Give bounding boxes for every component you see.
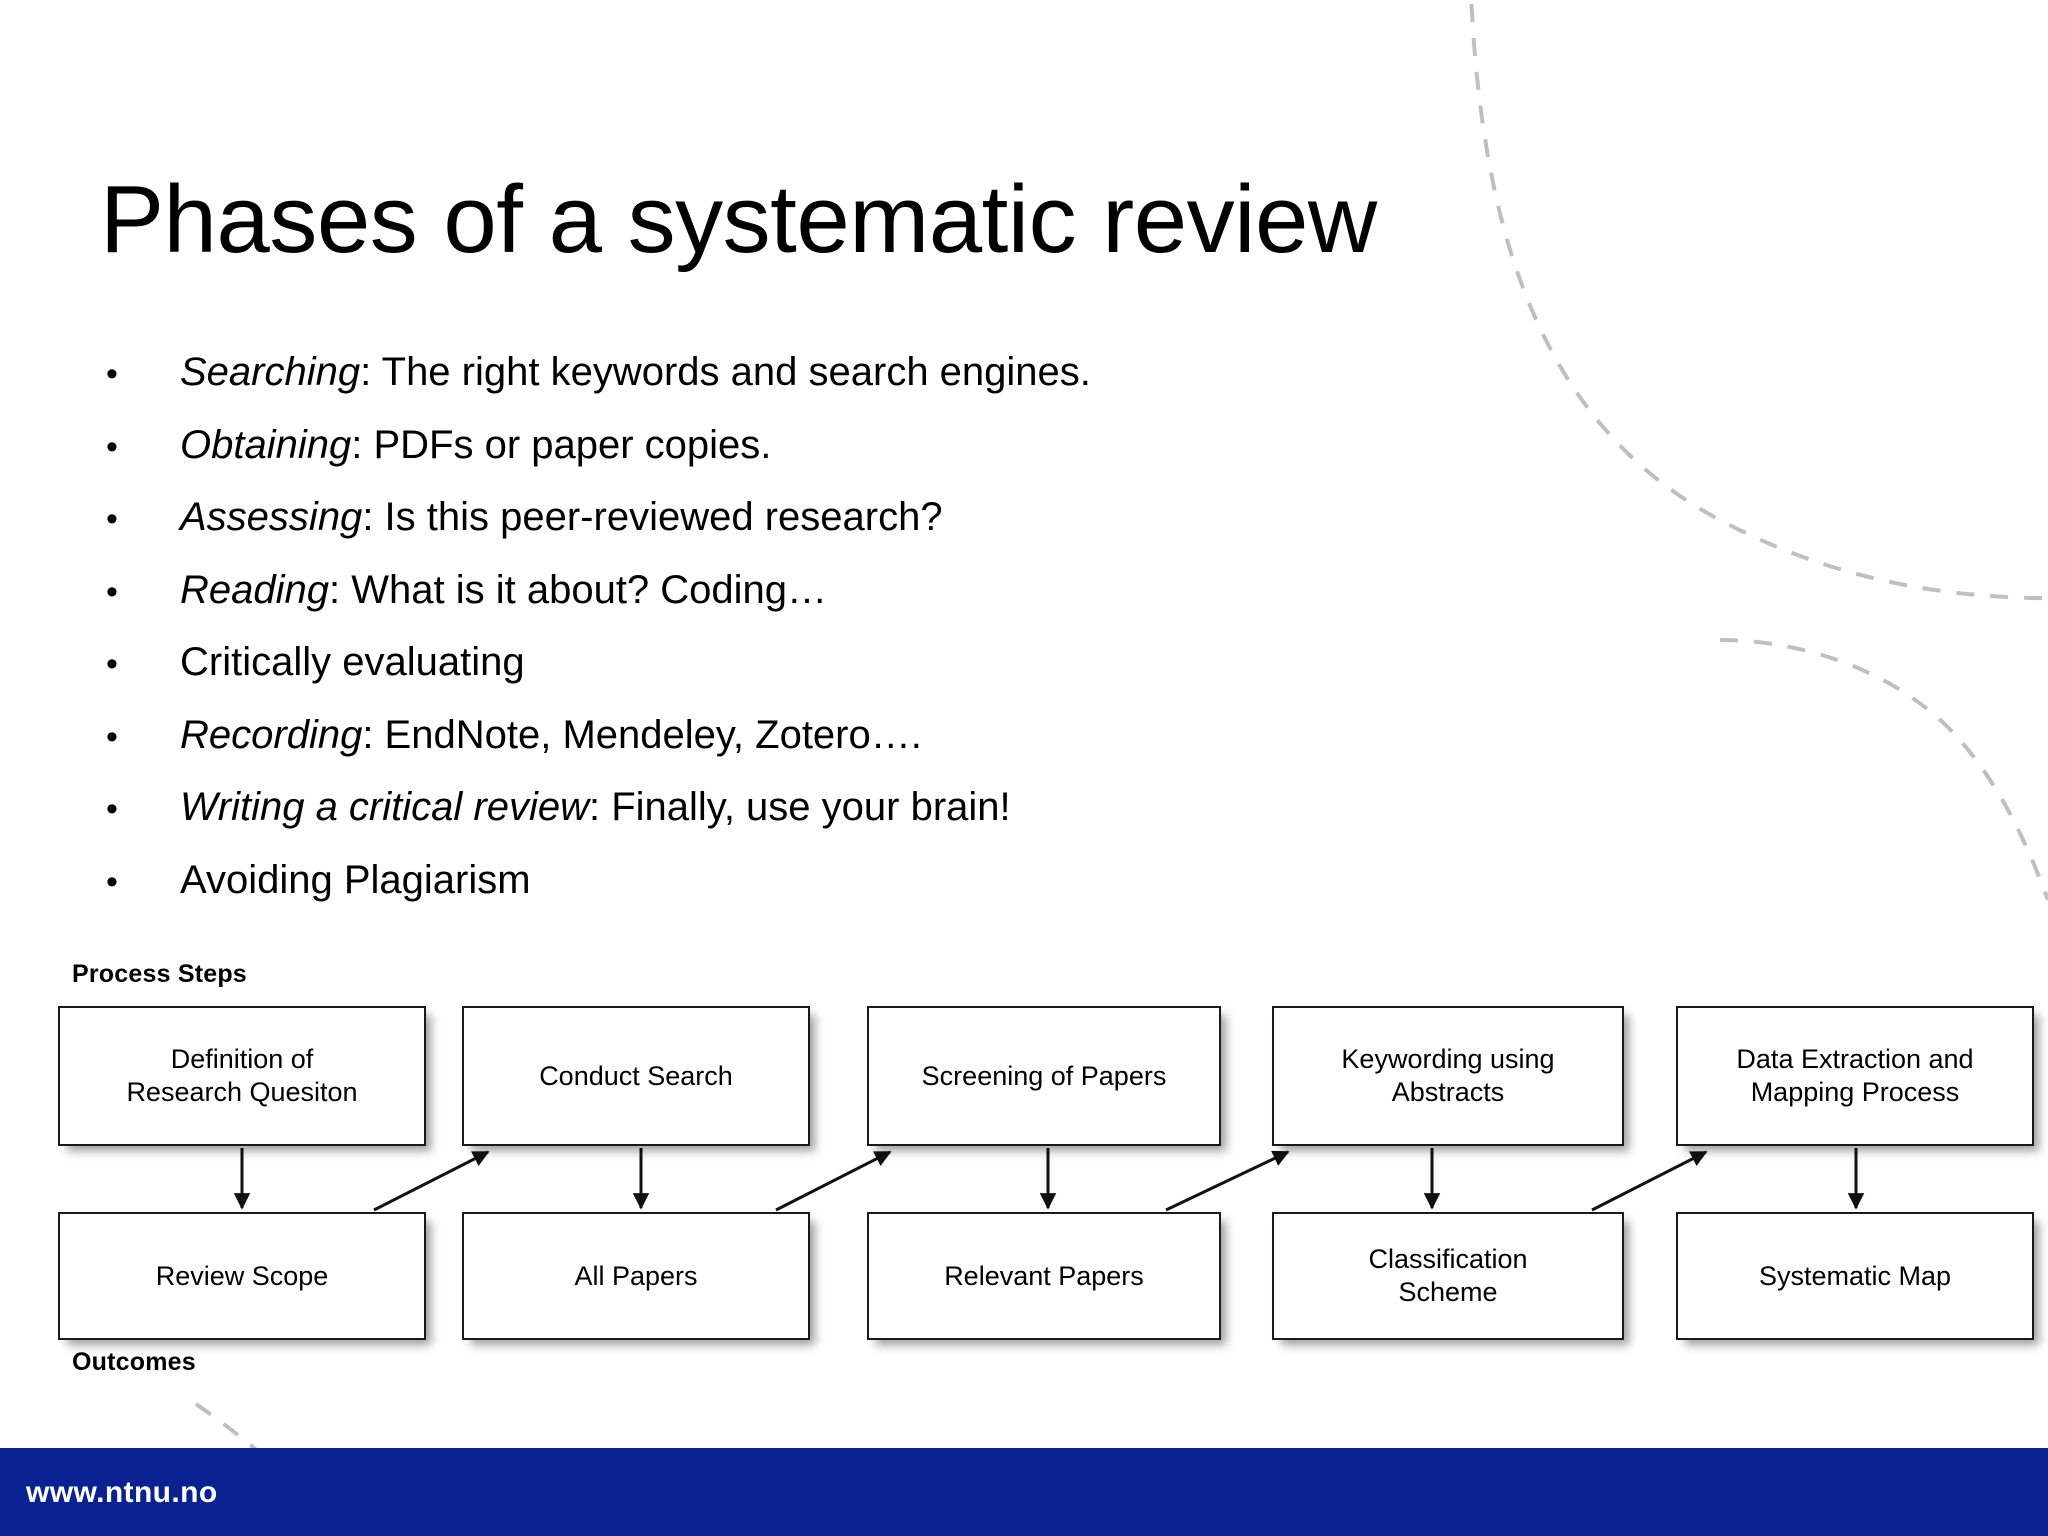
bullet-marker-icon: • bbox=[106, 645, 118, 683]
process-step-label: Conduct Search bbox=[539, 1060, 733, 1091]
arrow-up-3 bbox=[1165, 1150, 1290, 1212]
bullet-marker-icon: • bbox=[106, 355, 118, 393]
outcomes-label: Outcomes bbox=[72, 1348, 196, 1376]
arrow-up-1 bbox=[373, 1150, 490, 1212]
list-item-rest: : Is this peer-reviewed research? bbox=[362, 495, 943, 539]
outcome-label: Systematic Map bbox=[1758, 1260, 1952, 1291]
list-item-emphasis: Reading bbox=[180, 567, 330, 612]
list-item: • Searching: The right keywords and sear… bbox=[106, 352, 1406, 425]
list-item-text: Avoiding Plagiarism bbox=[180, 860, 531, 900]
list-item-rest: : EndNote, Mendeley, Zotero…. bbox=[362, 712, 922, 757]
list-item-rest: : What is it about? Coding… bbox=[329, 567, 828, 612]
list-item-rest: Critically evaluating bbox=[180, 640, 525, 684]
bullet-marker-icon: • bbox=[106, 500, 118, 538]
outcome-label: Review Scope bbox=[155, 1260, 329, 1291]
outcome-box: Relevant Papers bbox=[867, 1212, 1221, 1340]
list-item-text: Searching: The right keywords and search… bbox=[180, 352, 1091, 392]
process-steps-label: Process Steps bbox=[72, 960, 247, 988]
list-item-rest: : PDFs or paper copies. bbox=[351, 422, 772, 467]
deco-arc-right-lower bbox=[1719, 638, 2048, 901]
list-item-emphasis: Obtaining bbox=[180, 422, 352, 467]
bullet-marker-icon: • bbox=[106, 862, 118, 901]
list-item-emphasis: Recording bbox=[180, 712, 363, 757]
page-title: Phases of a systematic review bbox=[100, 166, 1377, 273]
list-item-rest: Avoiding Plagiarism bbox=[180, 857, 531, 902]
bullet-marker-icon: • bbox=[106, 790, 118, 828]
list-item-text: Obtaining: PDFs or paper copies. bbox=[180, 425, 771, 465]
footer-bar: www.ntnu.no bbox=[0, 1448, 2048, 1536]
list-item-rest: : Finally, use your brain! bbox=[588, 785, 1011, 829]
list-item-text: Writing a critical review: Finally, use … bbox=[180, 787, 1011, 827]
bullet-marker-icon: • bbox=[106, 717, 118, 756]
list-item-text: Reading: What is it about? Coding… bbox=[180, 570, 827, 610]
list-item: • Recording: EndNote, Mendeley, Zotero…. bbox=[106, 715, 1406, 788]
list-item-text: Critically evaluating bbox=[180, 642, 525, 682]
outcome-box: All Papers bbox=[462, 1212, 810, 1340]
list-item-emphasis: Searching bbox=[180, 350, 361, 394]
list-item-emphasis: Assessing bbox=[180, 495, 363, 539]
footer-url: www.ntnu.no bbox=[26, 1476, 218, 1509]
list-item: • Reading: What is it about? Coding… bbox=[106, 570, 1406, 643]
bullet-marker-icon: • bbox=[106, 572, 118, 611]
deco-arc-top-right bbox=[1469, 0, 2048, 601]
list-item: • Avoiding Plagiarism bbox=[106, 860, 1406, 933]
outcome-label: All Papers bbox=[574, 1260, 698, 1291]
arrow-up-2 bbox=[775, 1150, 892, 1212]
outcome-box: Systematic Map bbox=[1676, 1212, 2034, 1340]
bullet-list: • Searching: The right keywords and sear… bbox=[106, 352, 1406, 932]
bullet-marker-icon: • bbox=[106, 427, 118, 466]
process-step-label: Screening of Papers bbox=[921, 1060, 1167, 1091]
list-item: • Obtaining: PDFs or paper copies. bbox=[106, 425, 1406, 498]
arrow-up-4 bbox=[1591, 1150, 1708, 1212]
outcome-label: Relevant Papers bbox=[944, 1260, 1144, 1291]
list-item: • Writing a critical review: Finally, us… bbox=[106, 787, 1406, 860]
list-item: • Assessing: Is this peer-reviewed resea… bbox=[106, 497, 1406, 570]
list-item-emphasis: Writing a critical review bbox=[180, 785, 589, 829]
process-step-box: Conduct Search bbox=[462, 1006, 810, 1146]
list-item: • Critically evaluating bbox=[106, 642, 1406, 715]
process-step-box: Screening of Papers bbox=[867, 1006, 1221, 1146]
list-item-text: Assessing: Is this peer-reviewed researc… bbox=[180, 497, 943, 537]
list-item-rest: : The right keywords and search engines. bbox=[360, 350, 1091, 394]
outcome-box: Review Scope bbox=[58, 1212, 426, 1340]
list-item-text: Recording: EndNote, Mendeley, Zotero…. bbox=[180, 715, 922, 755]
